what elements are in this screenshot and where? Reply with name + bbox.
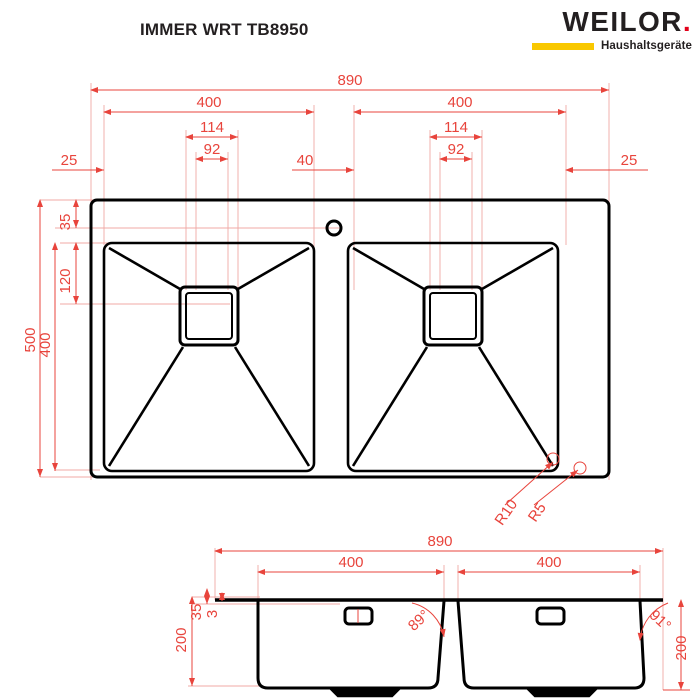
angle-91: 91° [646,607,674,635]
right-overflow-slot [535,606,566,626]
dim-114-right: 114 [444,119,468,136]
dim-sec-200-right: 200 [673,635,690,660]
angle-91-arc [637,602,669,641]
dim-25-left: 25 [61,152,78,169]
left-bowl [102,241,316,473]
dim-r10: R10 [491,496,521,528]
r10-target [546,452,560,466]
dim-114-left: 114 [200,119,224,136]
brand-subtitle-row: Haushaltsgeräte [532,40,692,52]
section-view-geometry [215,598,663,698]
dim-92-right: 92 [448,141,465,158]
dim-500: 500 [22,327,39,352]
left-bowl-slopes [107,246,311,467]
left-drain-inner [185,292,233,340]
brand-accent-bar [532,42,595,50]
dim-sec-400-left: 400 [338,554,363,571]
dim-r5-leader [533,469,579,506]
right-bowl-section [456,600,646,690]
dim-400-left: 400 [196,94,221,111]
dim-400-vert: 400 [37,332,54,357]
dim-890: 890 [337,72,362,89]
dim-120: 120 [57,268,74,293]
left-overflow-slot [343,606,374,626]
dim-sec-35: 35 [188,604,205,621]
left-drain-outer [178,285,240,347]
dim-sec-400-right: 400 [536,554,561,571]
right-bowl [346,241,560,473]
left-drain-section [326,686,404,698]
top-view-geometry [89,198,611,479]
top-view-dimension-labels: 890 400 400 114 92 114 92 25 40 25 500 4… [22,72,637,529]
brand-dot: . [682,6,692,37]
right-drain-section [523,686,601,698]
left-bowl-outline [102,241,316,473]
brand-subtitle: Haushaltsgeräte [601,40,692,52]
brand-logo: WEILOR. Haushaltsgeräte [532,8,692,52]
right-bowl-slopes [351,246,555,467]
section-view-dimensions [189,548,690,691]
dim-400-right: 400 [447,94,472,111]
angle-89-arc [411,602,446,638]
dim-92-left: 92 [204,141,221,158]
dim-r5: R5 [525,500,550,525]
dim-25-right: 25 [621,152,638,169]
sink-outline [89,198,611,479]
r5-target [573,461,587,475]
right-drain-outer [422,285,484,347]
right-bowl-outline [346,241,560,473]
dim-sec-3: 3 [204,610,221,618]
dim-40: 40 [297,152,314,169]
top-view-dimensions [37,87,648,506]
dim-r10-leader [504,461,554,506]
right-drain-inner [429,292,477,340]
dim-35-top: 35 [57,214,74,231]
dim-sec-890: 890 [427,533,452,550]
faucet-hole [325,219,343,237]
brand-wordmark: WEILOR. [532,8,692,36]
dim-sec-200-left: 200 [173,627,190,652]
brand-name: WEILOR [562,6,683,37]
page-title: IMMER WRT TB8950 [140,20,309,39]
